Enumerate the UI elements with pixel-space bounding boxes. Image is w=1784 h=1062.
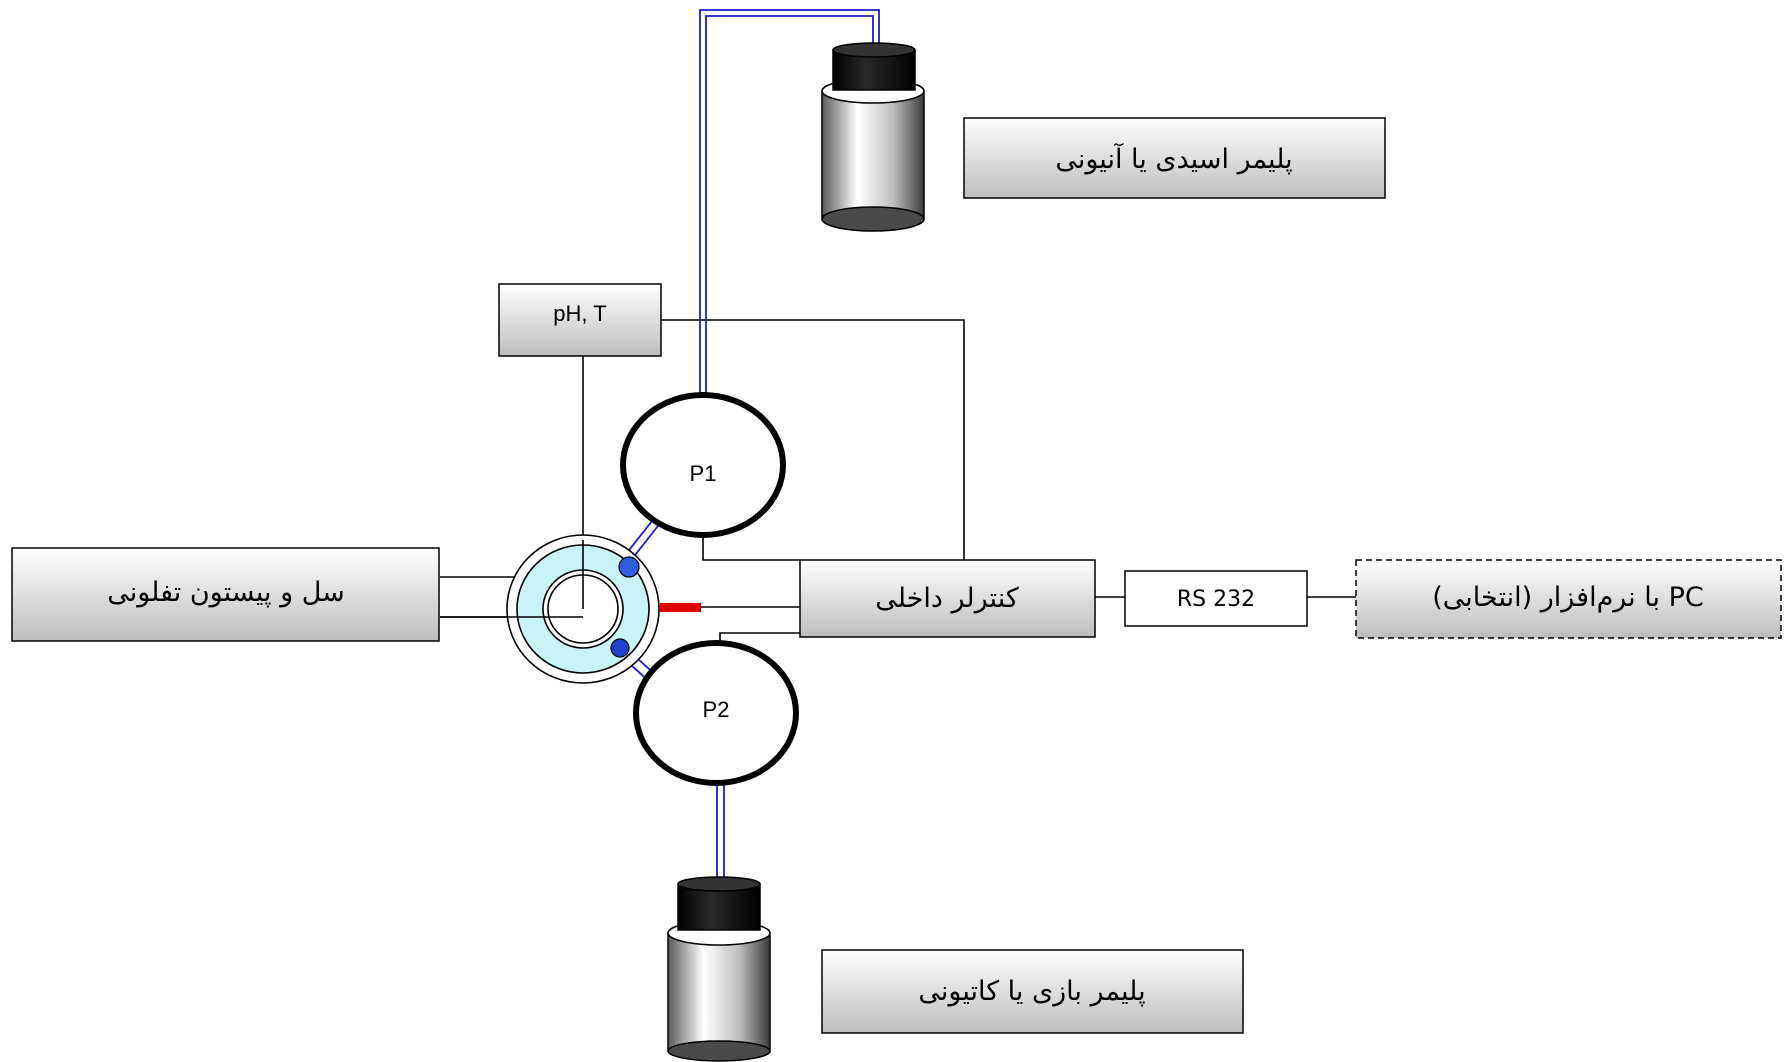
- bottle-top-body: [821, 90, 925, 220]
- box-rs232: RS 232: [1124, 570, 1308, 627]
- box-pc-software: PC با نرم‌افزار (انتخابی): [1355, 559, 1782, 639]
- label-ph-t: pH, T: [553, 301, 606, 326]
- bottle-top: [821, 42, 925, 232]
- heater-element: [660, 603, 701, 612]
- pump-p2-label: P2: [703, 697, 730, 722]
- box-ph-t: pH, T: [498, 283, 662, 357]
- box-basic-polymer: پلیمر بازی یا کاتیونی: [821, 949, 1244, 1034]
- pump-p2: P2: [633, 640, 799, 786]
- box-cell-piston: سل و پیستون تفلونی: [11, 547, 440, 642]
- box-acidic-polymer: پلیمر اسیدی یا آنیونی: [963, 117, 1386, 199]
- bottle-bottom-body: [667, 932, 771, 1052]
- label-internal-controller: کنترلر داخلی: [875, 583, 1019, 614]
- wire-ph-to-controller: [661, 319, 965, 560]
- titration-cell: [440, 534, 701, 684]
- tube-top-outer: [699, 9, 880, 433]
- label-rs232: RS 232: [1177, 587, 1255, 612]
- box-internal-controller: کنترلر داخلی: [799, 559, 1096, 638]
- valve-bottom-icon: [610, 638, 630, 658]
- label-pc-software: PC با نرم‌افزار (انتخابی): [1432, 582, 1704, 613]
- pump-p1: P1: [620, 392, 786, 538]
- bottle-bottom: [667, 876, 771, 1062]
- label-cell-piston: سل و پیستون تفلونی: [107, 577, 345, 608]
- valve-top-icon: [618, 556, 640, 578]
- label-acidic-polymer: پلیمر اسیدی یا آنیونی: [1055, 143, 1292, 175]
- pump-p1-label: P1: [690, 461, 717, 486]
- tube-top-inner: [705, 15, 874, 433]
- label-basic-polymer: پلیمر بازی یا کاتیونی: [918, 976, 1145, 1007]
